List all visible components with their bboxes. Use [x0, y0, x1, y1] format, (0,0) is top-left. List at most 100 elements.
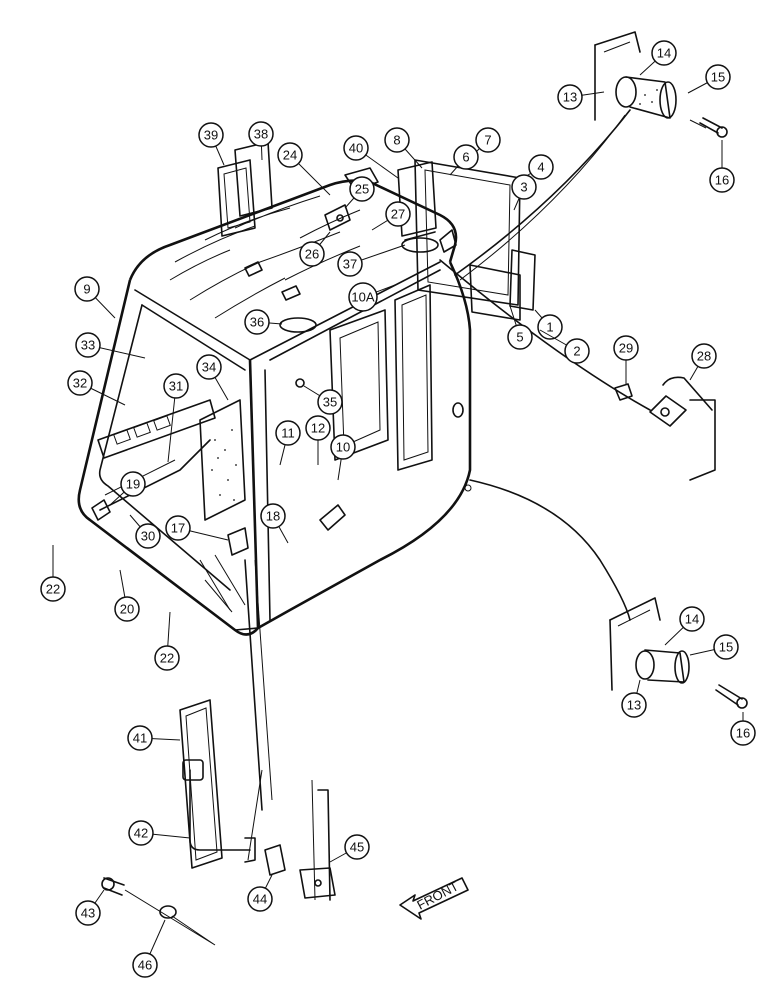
callout-12: 12 [305, 415, 331, 465]
callout-label: 40 [349, 141, 363, 156]
callout-label: 16 [715, 173, 729, 188]
callout-label: 19 [126, 477, 140, 492]
callout-32: 32 [67, 370, 126, 406]
callout-41: 41 [127, 725, 181, 751]
callout-30: 30 [129, 514, 161, 549]
callout-label: 18 [266, 509, 280, 524]
callout-circle [247, 886, 273, 912]
callout-circle [128, 820, 154, 846]
callout-33: 33 [75, 332, 146, 359]
callout-label: 45 [350, 840, 364, 855]
callout-15: 15 [689, 634, 739, 660]
callout-31: 31 [163, 373, 189, 463]
callout-14: 14 [639, 40, 677, 76]
callout-circle [348, 282, 378, 312]
callout-circle [507, 324, 533, 350]
callout-1: 1 [534, 309, 563, 340]
callout-label: 30 [141, 529, 155, 544]
callout-19: 19 [109, 471, 146, 506]
callout-label: 32 [73, 376, 87, 391]
callout-circle [196, 354, 222, 380]
callout-label: 29 [619, 341, 633, 356]
callout-label: 24 [283, 148, 297, 163]
callout-10a: 10A [348, 282, 396, 312]
lamp-assembly-bottom [609, 597, 748, 709]
callout-label: 46 [138, 958, 152, 973]
callout-circle [127, 725, 153, 751]
callout-circle [621, 692, 647, 718]
callout-label: 11 [281, 426, 295, 441]
callout-46: 46 [132, 919, 166, 978]
callout-circle [154, 645, 180, 671]
cab-body [77, 167, 631, 811]
callout-label: 37 [343, 257, 357, 272]
callout-label: 22 [46, 582, 60, 597]
front-arrow: FRONT [399, 877, 469, 920]
callout-label: 20 [120, 602, 134, 617]
callout-circle [75, 900, 101, 926]
callout-label: 14 [657, 46, 671, 61]
callout-label: 14 [685, 612, 699, 627]
callout-circle [74, 276, 100, 302]
callout-44: 44 [247, 874, 273, 912]
callout-circle [613, 335, 639, 361]
callout-circle [713, 634, 739, 660]
callout-13: 13 [621, 679, 647, 718]
callout-label: 34 [202, 360, 216, 375]
callout-label: 10 [336, 440, 350, 455]
callout-circle [511, 174, 537, 200]
callout-39: 39 [198, 122, 225, 166]
callout-circle [557, 84, 583, 110]
callout-circle [349, 176, 375, 202]
callout-circle [317, 389, 343, 415]
callout-6: 6 [449, 144, 479, 176]
callout-35: 35 [303, 385, 343, 415]
callout-3: 3 [511, 174, 537, 211]
callout-circle [344, 834, 370, 860]
callout-circle [132, 952, 158, 978]
callout-28: 28 [689, 343, 717, 381]
callout-16: 16 [730, 712, 756, 746]
callout-label: 15 [711, 70, 725, 85]
callout-circle [305, 415, 331, 441]
callout-circle [260, 503, 286, 529]
callout-circle [384, 127, 410, 153]
callout-label: 1 [546, 320, 553, 335]
callout-circle [691, 343, 717, 369]
callout-circle [330, 434, 356, 460]
callout-42: 42 [128, 820, 191, 846]
callout-circle [277, 142, 303, 168]
callout-36: 36 [244, 309, 283, 335]
hook-assembly [439, 259, 716, 481]
callout-34: 34 [196, 354, 229, 401]
callout-circle [705, 64, 731, 90]
callout-38: 38 [248, 121, 274, 161]
callout-label: 13 [627, 698, 641, 713]
callout-22: 22 [154, 611, 180, 671]
callout-label: 43 [81, 906, 95, 921]
callout-29: 29 [613, 335, 639, 385]
callout-label: 9 [83, 282, 90, 297]
callout-label: 33 [81, 338, 95, 353]
callout-8: 8 [384, 127, 423, 169]
callout-circle [198, 122, 224, 148]
callout-label: 17 [171, 521, 185, 536]
callout-label: 7 [484, 133, 491, 148]
callout-circle [114, 596, 140, 622]
callout-20: 20 [114, 569, 140, 622]
callout-13: 13 [557, 84, 605, 110]
callout-circle [337, 251, 363, 277]
callout-label: 22 [160, 651, 174, 666]
callout-circle [120, 471, 146, 497]
callout-circle [135, 523, 161, 549]
callout-circle [343, 135, 369, 161]
callout-circle [528, 154, 554, 180]
callout-25: 25 [344, 176, 375, 209]
callout-45: 45 [329, 834, 370, 863]
callout-11: 11 [275, 420, 301, 466]
callout-16: 16 [709, 140, 735, 193]
callout-label: 25 [355, 182, 369, 197]
callout-label: 39 [204, 128, 218, 143]
